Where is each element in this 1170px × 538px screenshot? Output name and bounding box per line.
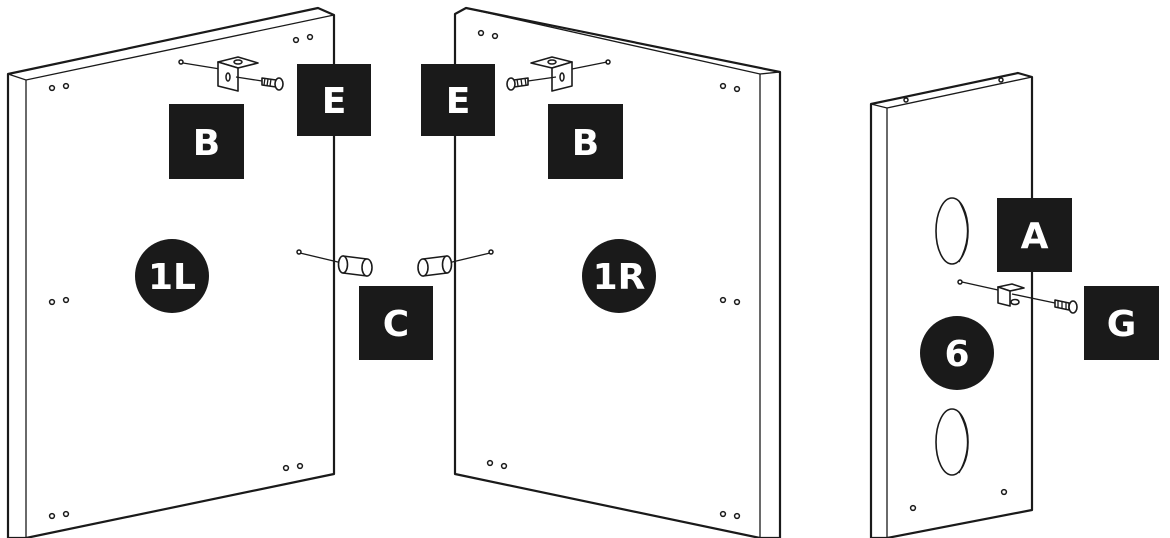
cutout-hole-top [935,197,969,265]
dowel-c-right [417,252,491,277]
screw-e-right [506,76,557,91]
label-b-right: B [548,104,623,179]
screw-g [1011,293,1078,314]
svg-text:1L: 1L [148,257,196,298]
svg-text:1R: 1R [593,257,646,298]
svg-text:6: 6 [944,334,969,375]
svg-text:A: A [1021,216,1049,257]
bracket-b-right [530,56,608,92]
svg-text:C: C [383,304,409,345]
label-e-right: E [421,64,495,136]
panel-6 [869,71,1034,538]
label-e-left: E [297,64,371,136]
clip-fastener [961,281,1025,307]
label-panel-6: 6 [920,316,994,390]
screw-e-left [235,76,284,91]
label-panel-1l: 1L [135,239,209,313]
label-c: C [359,286,433,360]
dowel-c-left [299,252,373,277]
label-panel-1r: 1R [582,239,656,313]
svg-text:E: E [446,81,471,122]
dowel-holes-1r [477,29,741,520]
label-a: A [997,198,1072,272]
svg-text:G: G [1107,304,1137,345]
svg-text:B: B [193,123,220,164]
bracket-b-left [182,56,259,92]
svg-text:E: E [322,81,347,122]
cutout-hole-bottom [935,408,969,476]
svg-text:B: B [572,123,599,164]
label-g: G [1084,286,1159,360]
label-b-left: B [169,104,244,179]
